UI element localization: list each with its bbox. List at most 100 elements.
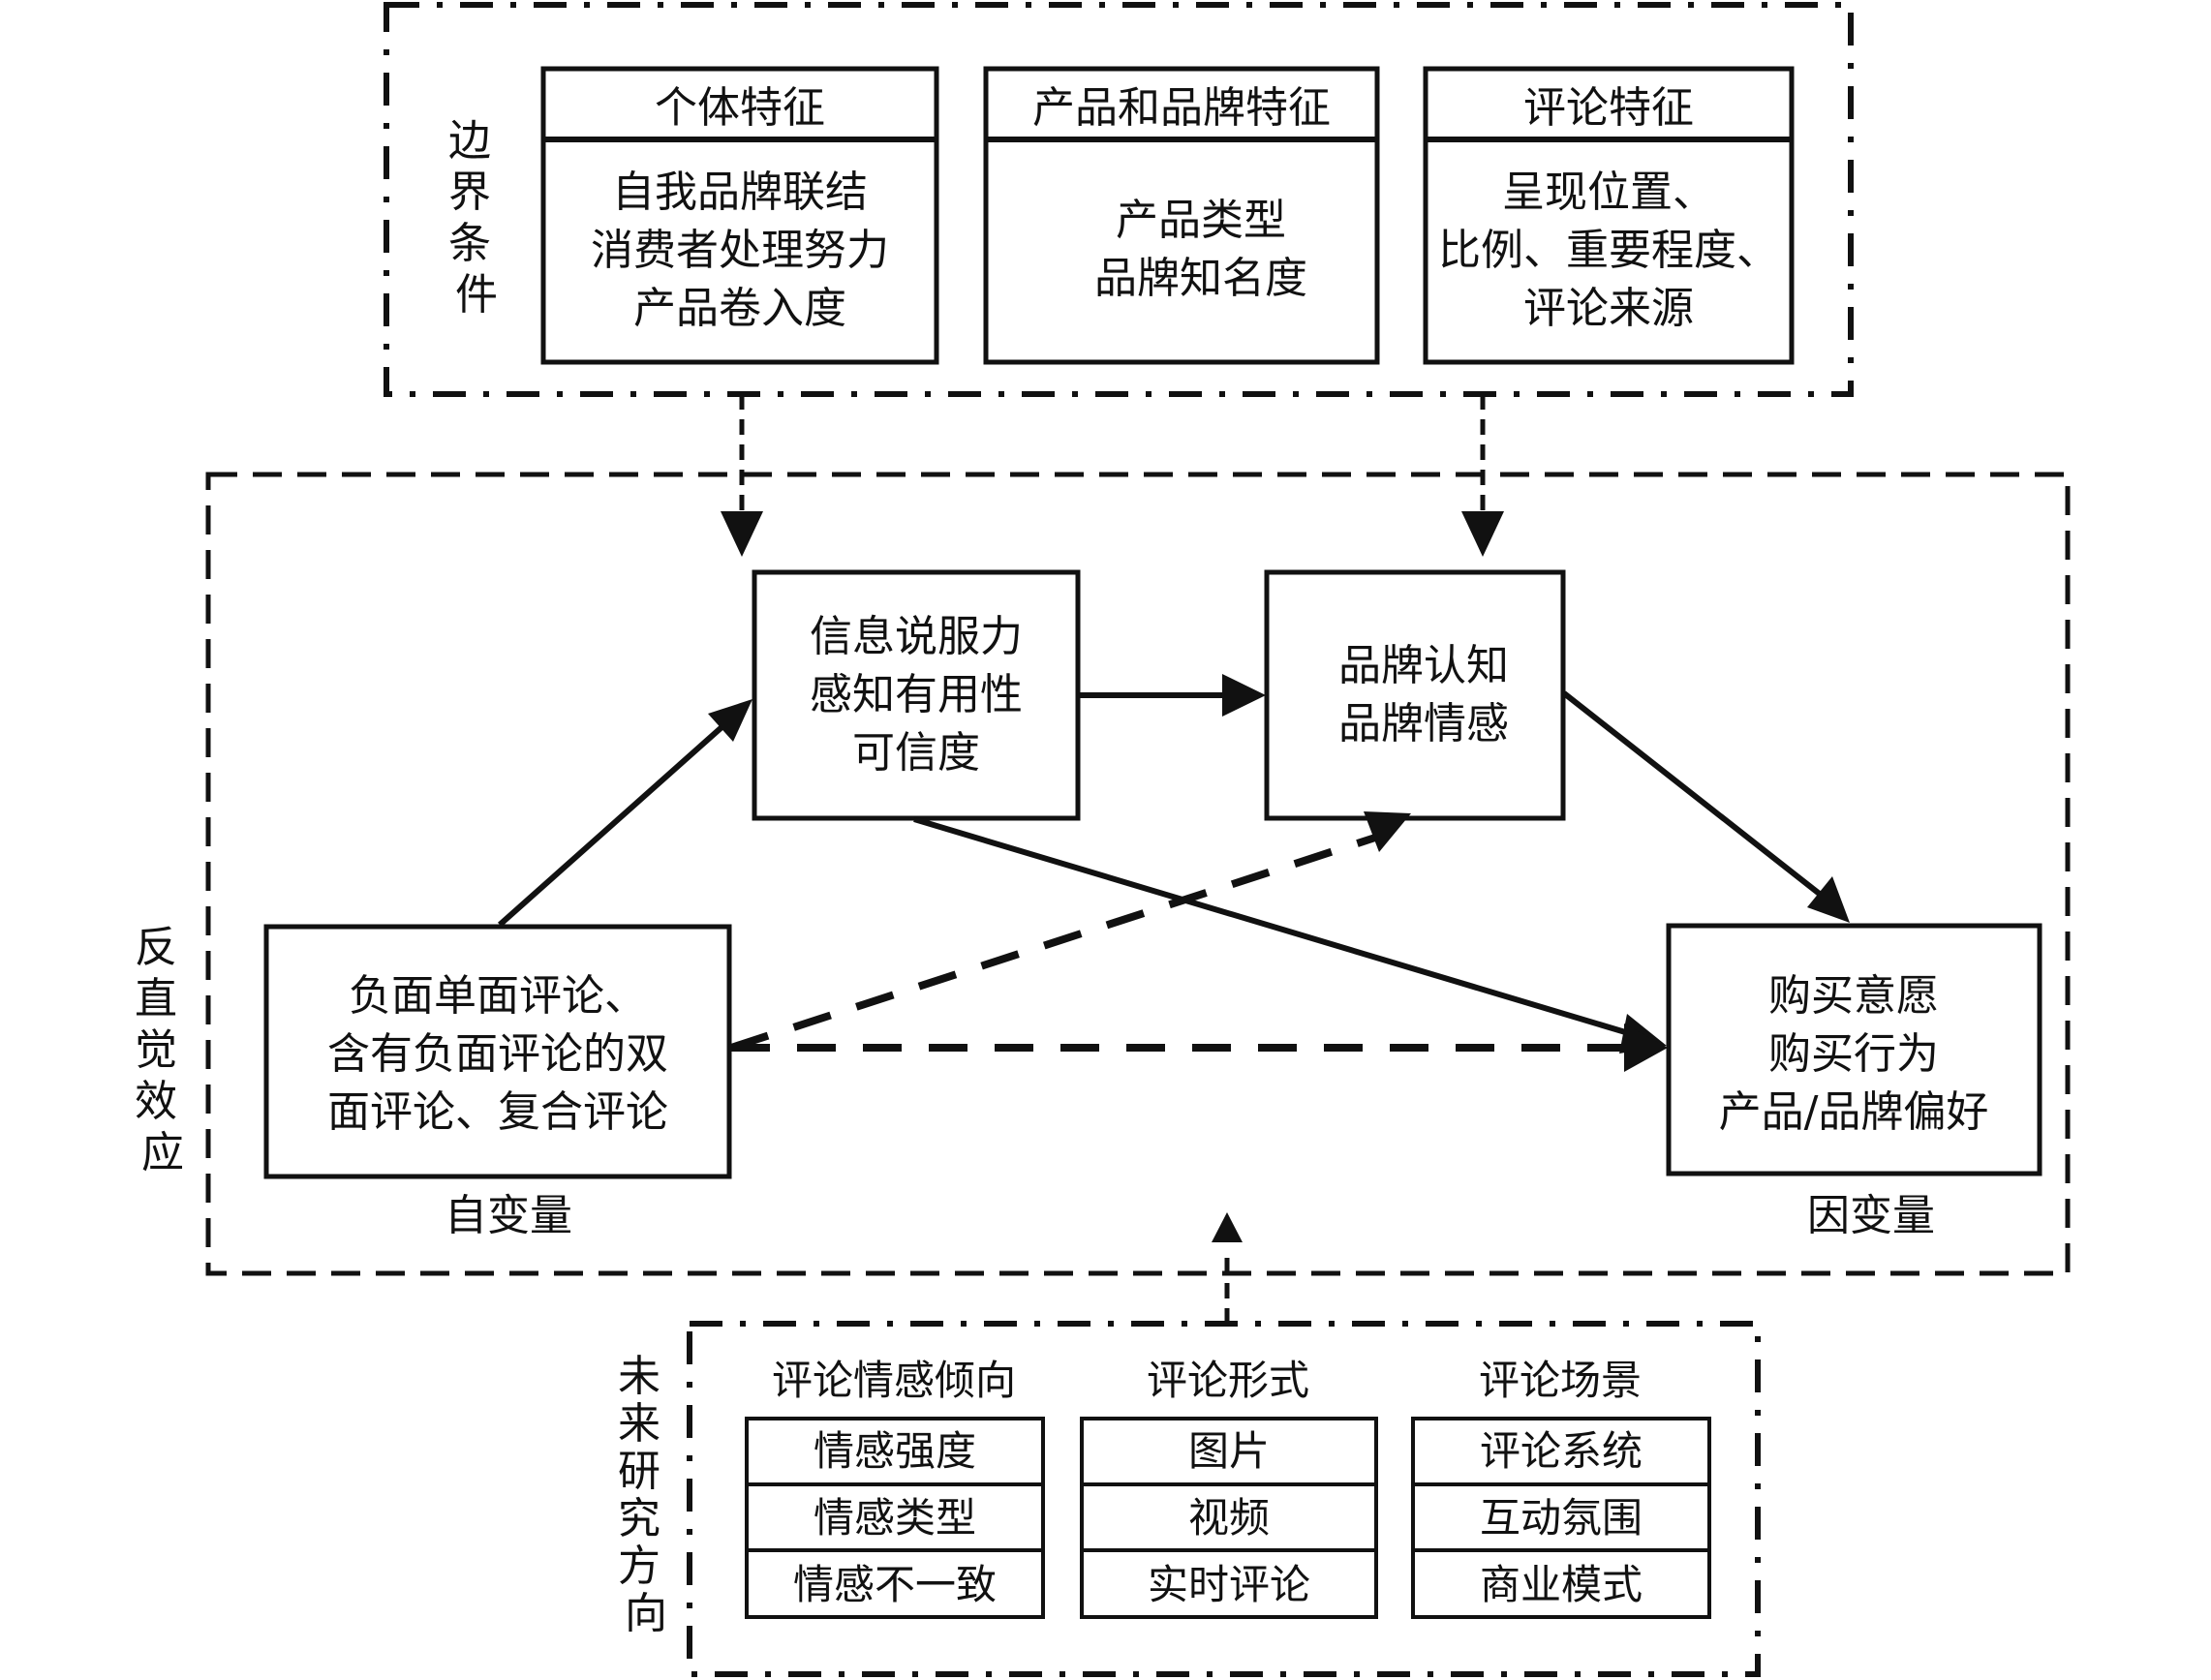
group-item: 视频 [1188,1494,1270,1542]
boundary-group-product-brand: 产品和品牌特征 产品类型 品牌知名度 [983,66,1380,365]
node-box [1264,569,1566,821]
node-line: 品牌情感 [1338,699,1509,748]
group-box [1423,66,1795,365]
arrowhead-icon [708,699,752,742]
group-box [540,66,939,365]
arrowhead-down-icon [721,511,763,557]
boundary-group-review: 评论特征 呈现位置、 比例、重要程度、 评论来源 [1423,66,1795,365]
label-char: 来 [618,1399,660,1449]
group-line: 品牌知名度 [1094,254,1307,303]
label-char: 觉 [135,1025,177,1075]
item-box [1080,1482,1378,1552]
arrow-mediator-2-to-dependent [1562,690,1850,923]
future-group-sentiment: 评论情感倾向 情感强度 情感类型 情感不一致 [745,1357,1045,1619]
future-group-scenario: 评论场景 评论系统 互动氛围 商业模式 [1411,1357,1711,1619]
arrow-independent-to-mediator-1 [498,699,752,928]
group-title: 个体特征 [655,83,825,133]
item-box [745,1548,1045,1619]
moderator-arrow-to-mediator-1 [721,394,763,557]
group-item: 商业模式 [1480,1561,1643,1608]
dashed-arrow-independent-to-mediator-2 [729,811,1411,1052]
boundary-conditions-frame [384,2,1854,397]
group-title: 评论特征 [1523,83,1694,133]
group-box [983,66,1380,365]
label-char: 研 [618,1447,660,1496]
node-line: 含有负面评论的双 [327,1029,668,1079]
arrowhead-icon [1364,811,1411,852]
arrowhead-icon [1807,876,1850,923]
boundary-group-individual: 个体特征 自我品牌联结 消费者处理努力 产品卷入度 [540,66,939,365]
dependent-variable-node: 购买意愿 购买行为 产品/品牌偏好 因变量 [1666,923,2042,1240]
item-box [1080,1548,1378,1619]
group-item: 情感类型 [814,1494,976,1542]
label-char: 界 [448,168,491,217]
future-research-frame [687,1321,1761,1677]
group-item: 评论系统 [1480,1427,1643,1475]
arrowhead-up-icon [1212,1212,1243,1242]
label-char: 直 [135,974,177,1023]
node-line: 可信度 [852,728,980,778]
label-char: 边 [448,116,491,166]
arrow-mediator-1-to-mediator-2 [1079,674,1266,717]
dashed-arrow-independent-to-dependent [731,1023,1668,1072]
group-title: 评论场景 [1479,1357,1642,1404]
label-char: 未 [618,1352,660,1401]
group-item: 图片 [1188,1427,1270,1475]
group-line: 产品卷入度 [633,284,846,333]
node-line: 信息说服力 [810,612,1023,661]
mediator-2-node: 品牌认知 品牌情感 [1264,569,1566,821]
item-box [1411,1548,1711,1619]
label-char: 件 [455,270,498,320]
label-char: 效 [135,1077,177,1126]
node-line: 感知有用性 [810,670,1023,719]
group-title: 产品和品牌特征 [1032,83,1331,133]
dependent-variable-caption: 因变量 [1807,1191,1935,1240]
future-research-section: 未 来 研 究 方 向 评论情感倾向 情感强度 情感类型 情感不一致 评论形式 … [618,1321,1761,1677]
arrowhead-down-icon [1461,511,1504,557]
counterintuitive-effect-label: 反 直 觉 效 应 [135,923,191,1177]
group-item: 互动氛围 [1480,1494,1643,1542]
group-line: 比例、重要程度、 [1438,226,1779,275]
group-item: 实时评论 [1148,1561,1310,1608]
node-line: 产品/品牌偏好 [1719,1087,1989,1137]
arrowhead-icon [1624,1023,1668,1072]
label-char: 反 [135,923,177,972]
node-box [1666,923,2042,1176]
group-line: 呈现位置、 [1502,168,1715,217]
counterintuitive-effect-frame [205,472,2071,1276]
future-group-form: 评论形式 图片 视频 实时评论 [1080,1357,1378,1619]
node-line: 购买意愿 [1768,971,1939,1021]
boundary-conditions-label: 边 界 条 件 [448,116,505,320]
label-char: 条 [448,219,491,268]
group-title: 评论形式 [1147,1357,1309,1404]
group-line: 评论来源 [1523,284,1694,333]
moderator-arrow-to-mediator-2 [1461,394,1504,557]
group-title: 评论情感倾向 [772,1357,1016,1404]
independent-variable-caption: 自变量 [445,1191,572,1240]
node-line: 购买行为 [1768,1029,1939,1079]
counterintuitive-effect-section: 反 直 觉 效 应 负面单面评论、 含有负面评论的双 面评论、复合评论 自变量 … [135,472,2071,1324]
future-research-arrow [1212,1212,1243,1324]
node-line: 负面单面评论、 [349,971,647,1021]
group-item: 情感不一致 [793,1561,997,1608]
independent-variable-node: 负面单面评论、 含有负面评论的双 面评论、复合评论 自变量 [263,924,732,1240]
label-char: 究 [618,1494,660,1543]
label-char: 应 [141,1128,184,1177]
future-research-label: 未 来 研 究 方 向 [618,1352,674,1638]
boundary-conditions-section: 边 界 条 件 个体特征 自我品牌联结 消费者处理努力 产品卷入度 产品和品牌特… [384,2,1854,557]
node-box [263,924,732,1179]
node-line: 面评论、复合评论 [327,1087,668,1137]
group-line: 消费者处理努力 [591,226,889,275]
group-line: 自我品牌联结 [612,168,868,217]
node-box [752,569,1081,821]
label-char: 方 [618,1542,660,1591]
mediator-1-node: 信息说服力 感知有用性 可信度 [752,569,1081,821]
group-line: 产品类型 [1116,196,1286,245]
arrowhead-icon [1222,674,1266,717]
arrow-mediator-1-to-dependent [913,816,1667,1054]
group-item: 情感强度 [814,1427,976,1475]
item-box [745,1417,1045,1486]
node-line: 品牌认知 [1338,641,1509,690]
label-char: 向 [625,1589,667,1638]
